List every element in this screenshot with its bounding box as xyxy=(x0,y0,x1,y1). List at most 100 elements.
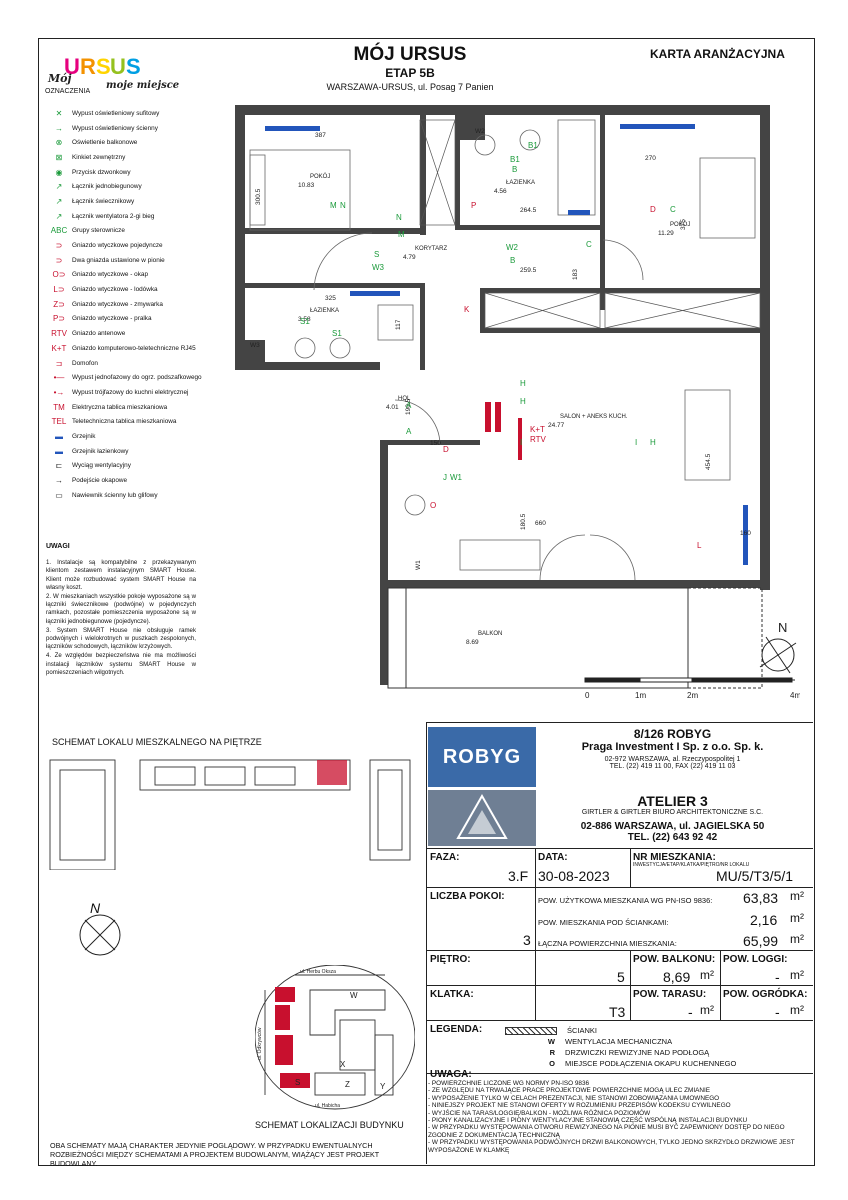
nr-value: MU/5/T3/5/1 xyxy=(716,868,794,884)
schema-footnote: OBA SCHEMATY MAJĄ CHARAKTER JEDYNIE POGL… xyxy=(50,1141,380,1168)
room-name: ŁAZIENKA xyxy=(506,180,535,186)
pokoje-value: 3 xyxy=(523,932,531,948)
klatka-label: KLATKA: xyxy=(430,989,474,1000)
architect-address: 02-886 WARSZAWA, ul. JAGIELSKA 50 xyxy=(580,821,765,832)
legend-symbol-icon: ⊠ xyxy=(55,152,63,162)
plan-symbol: C xyxy=(670,205,676,214)
legend-symbol-icon: TM xyxy=(53,402,65,412)
room-area: 4.79 xyxy=(403,254,416,261)
legend-item: ↗Łącznik wentylatora 2-gi bieg xyxy=(46,209,246,224)
scale-tick: 2m xyxy=(687,691,698,700)
developer-name: 8/126 ROBYG xyxy=(633,727,712,741)
legend-symbol-icon: ▭ xyxy=(55,490,63,500)
legend-label: Przycisk dzwonkowy xyxy=(72,168,131,176)
balkon-value: 8,69 xyxy=(663,969,691,985)
legend-item: ▬Grzejnik łazienkowy xyxy=(46,444,246,459)
legend-symbol-icon: •→ xyxy=(53,387,65,397)
room-area: 10.83 xyxy=(298,182,315,189)
legend-label: Łącznik wentylatora 2-gi bieg xyxy=(72,212,155,220)
dimension-label: 387 xyxy=(315,132,326,139)
room-name: POKÓJ xyxy=(310,173,330,180)
scale-tick: 4m xyxy=(790,691,800,700)
uwaga-item: - WYJŚCIE NA TARAS/LOGGIĘ/BALKON - MOŻLI… xyxy=(428,1109,651,1117)
room-name: ŁAZIENKA xyxy=(310,308,339,314)
dimension-label: 259.5 xyxy=(520,267,537,274)
svg-text:R: R xyxy=(80,54,96,79)
plan-symbol: I xyxy=(635,438,637,447)
pietro-value: 5 xyxy=(617,969,625,985)
uwaga-item: - W PRZYPADKU WYSTĘPOWANIA PODWÓJNYCH DR… xyxy=(428,1139,795,1154)
sheet-frame xyxy=(38,38,815,1166)
legend-item: →Podejście okapowe xyxy=(46,473,246,488)
uwaga-item: - ZE WZGLĘDU NA TRWAJĄCE PRACE PROJEKTOW… xyxy=(428,1087,711,1095)
dimension-label: 117 xyxy=(395,319,402,330)
legend-item: Z⊃Gniazdo wtyczkowe - zmywarka xyxy=(46,297,246,312)
unit: m² xyxy=(700,1003,714,1017)
uwaga-list: - POWIERZCHNIE LICZONE WG NORMY PN-ISO 9… xyxy=(428,1080,813,1154)
pietro-label: PIĘTRO: xyxy=(430,954,471,965)
plan-symbol: K xyxy=(464,305,470,314)
dimension-label: 160 xyxy=(740,530,751,537)
legend-item: ▭ Nawiewnik ścienny lub glifowy xyxy=(46,488,246,503)
room-area: 4.01 xyxy=(386,404,399,411)
legend-item: ⊗Oświetlenie balkonowe xyxy=(46,135,246,150)
plan-symbol: L xyxy=(697,541,702,550)
legend-item: ◉Przycisk dzwonkowy xyxy=(46,165,246,180)
building-label: Y xyxy=(380,1082,386,1091)
plan-symbol: N xyxy=(396,213,402,222)
plan-symbol: C xyxy=(586,240,592,249)
plan-symbol: B1 xyxy=(528,141,538,150)
building-label: X xyxy=(340,1060,346,1069)
developer-company: Praga Investment I Sp. z o.o. Sp. k. xyxy=(581,741,764,753)
plan-symbol: W2 xyxy=(506,243,519,252)
architect-phone: TEL. (22) 643 92 42 xyxy=(627,832,718,843)
legend-label: Łącznik jednobiegunowy xyxy=(72,183,142,191)
unit: m² xyxy=(790,968,804,982)
building-schema-title: SCHEMAT LOKALIZACJI BUDYNKU xyxy=(255,1120,404,1130)
legend-symbol-icon: O⊃ xyxy=(52,270,66,280)
north-label: N xyxy=(778,620,787,635)
robyg-logo: ROBYG xyxy=(428,727,536,787)
data-value: 30-08-2023 xyxy=(538,868,610,884)
legend-label: Grupy sterownicze xyxy=(72,227,125,235)
plan-symbol: H xyxy=(650,438,656,447)
symbol-legend: ✕Wypust oświetleniowy sufitowy→Wypust oś… xyxy=(46,106,246,503)
unit: m² xyxy=(790,1003,804,1017)
legend-label: Podejście okapowe xyxy=(72,477,128,485)
project-address: WARSZAWA-URSUS, ul. Posag 7 Panien xyxy=(326,82,494,92)
legend-label: Wyciąg wentylacyjny xyxy=(72,462,131,470)
dimension-label: W2 xyxy=(475,128,485,135)
pokoje-label: LICZBA POKOI: xyxy=(430,891,505,902)
faza-value: 3.F xyxy=(508,868,529,884)
svg-text:S: S xyxy=(96,54,111,79)
floor-schema-title: SCHEMAT LOKALU MIESZKALNEGO NA PIĘTRZE xyxy=(52,737,262,747)
legend-label: Nawiewnik ścienny lub glifowy xyxy=(72,491,158,499)
card-type: KARTA ARANŻACYJNA xyxy=(650,47,785,61)
legend-label: Gniazdo komputerowo-teletechniczne RJ45 xyxy=(72,344,196,352)
plan-symbol: P xyxy=(471,201,476,210)
balkon-label: POW. BALKONU: xyxy=(633,954,716,965)
pow-uzytkowa-value: 63,83 xyxy=(743,890,779,906)
unit: m² xyxy=(700,968,714,982)
scale-tick: 0 xyxy=(585,691,590,700)
dimension-label: 150 xyxy=(430,440,441,447)
plan-symbol: H xyxy=(520,397,526,406)
dimension-label: W3 xyxy=(250,342,260,349)
taras-label: POW. TARASU: xyxy=(633,989,707,1000)
floor-schema xyxy=(49,759,411,870)
pow-scianki-value: 2,16 xyxy=(750,912,778,928)
legend-label: Elektryczna tablica mieszkaniowa xyxy=(72,403,168,411)
dimension-label: 454.5 xyxy=(705,453,712,470)
legend-symbol-icon: ▬ xyxy=(55,431,63,441)
legend-symbol-icon: ⊗ xyxy=(55,138,63,148)
uwaga-item: - WYPOSAŻENIE TYLKO W CELACH PREZENTACJI… xyxy=(428,1094,720,1102)
legend-symbol-icon: Z⊃ xyxy=(53,299,65,309)
room-name: SALON + ANEKS KUCH. xyxy=(560,414,628,420)
legend-item: P⊃Gniazdo wtyczkowe - pralka xyxy=(46,312,246,327)
plan-symbol: RTV xyxy=(530,435,547,444)
legend-label: Gniazdo wtyczkowe - lodówka xyxy=(72,286,158,294)
uwaga-item: - NINIEJSZY PROJEKT NIE STANOWI OFERTY W… xyxy=(428,1102,731,1110)
